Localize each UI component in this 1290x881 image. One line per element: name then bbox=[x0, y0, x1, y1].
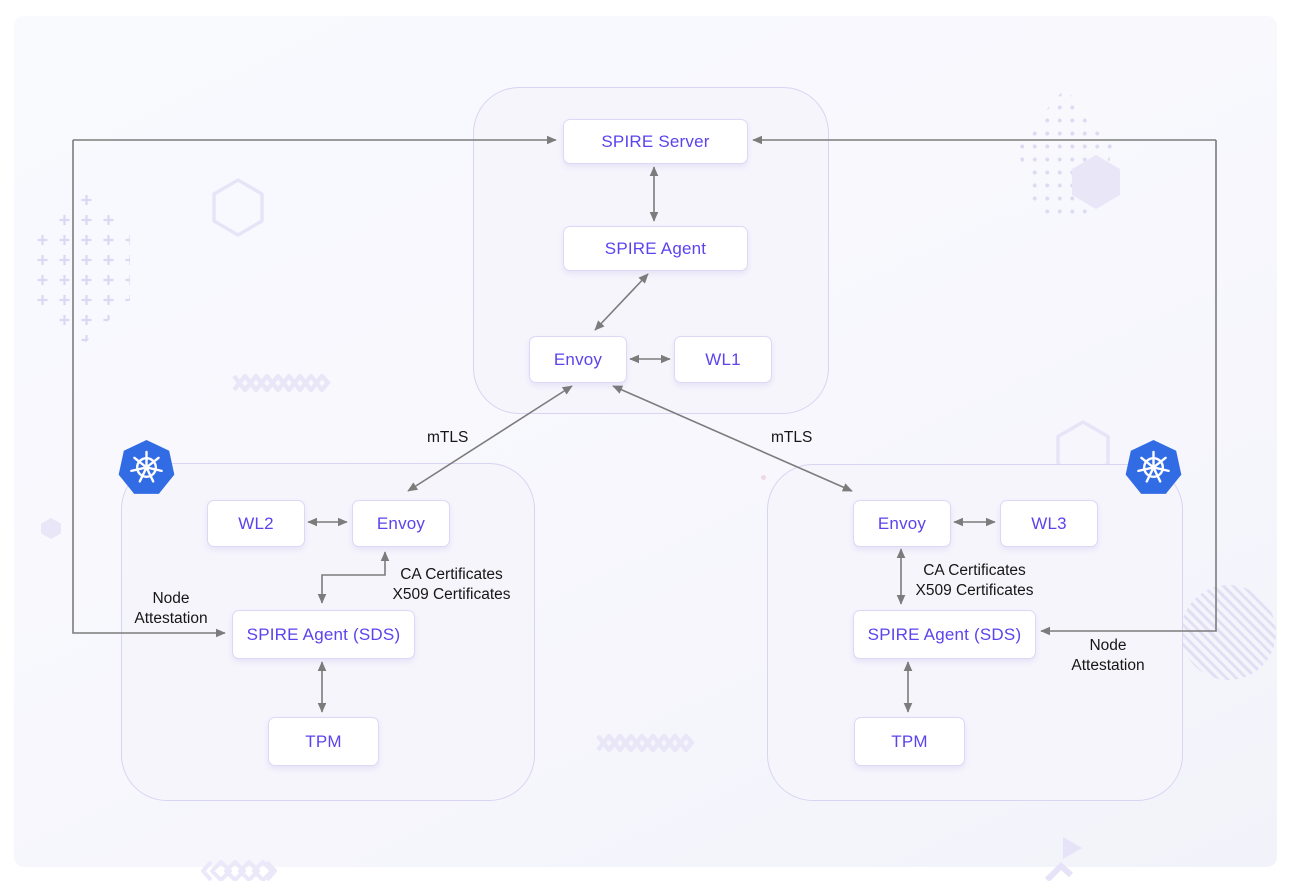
node-attestation-label-right: Node Attestation bbox=[1071, 637, 1145, 674]
node-attestation-label-left: Node Attestation bbox=[134, 590, 208, 627]
node-envoy-left: Envoy bbox=[352, 500, 450, 547]
node-envoy-right: Envoy bbox=[853, 500, 951, 547]
mtls-label-right: mTLS bbox=[771, 429, 813, 446]
node-spire-agent: SPIRE Agent bbox=[563, 226, 748, 271]
node-spire-agent-sds-left: SPIRE Agent (SDS) bbox=[232, 610, 415, 659]
node-spire-agent-sds-right: SPIRE Agent (SDS) bbox=[853, 610, 1036, 659]
node-wl1: WL1 bbox=[674, 336, 772, 383]
ca-certificates-line2: X509 Certificates bbox=[392, 585, 511, 603]
kubernetes-icon bbox=[118, 440, 175, 494]
ca-certificates-label-left: CA Certificates X509 Certificates bbox=[388, 565, 515, 605]
ca-certificates-line1: CA Certificates bbox=[400, 566, 503, 583]
ca-certificates-line2: X509 Certificates bbox=[915, 581, 1034, 599]
ca-certificates-label-right: CA Certificates X509 Certificates bbox=[911, 561, 1038, 601]
node-envoy-top: Envoy bbox=[529, 336, 627, 383]
mtls-label-left: mTLS bbox=[427, 429, 469, 446]
ca-certificates-line1: CA Certificates bbox=[923, 562, 1026, 579]
node-wl2: WL2 bbox=[207, 500, 305, 547]
node-wl3: WL3 bbox=[1000, 500, 1098, 547]
node-tpm-left: TPM bbox=[268, 717, 379, 766]
node-spire-server: SPIRE Server bbox=[563, 119, 748, 164]
node-tpm-right: TPM bbox=[854, 717, 965, 766]
kubernetes-icon bbox=[1125, 440, 1182, 494]
